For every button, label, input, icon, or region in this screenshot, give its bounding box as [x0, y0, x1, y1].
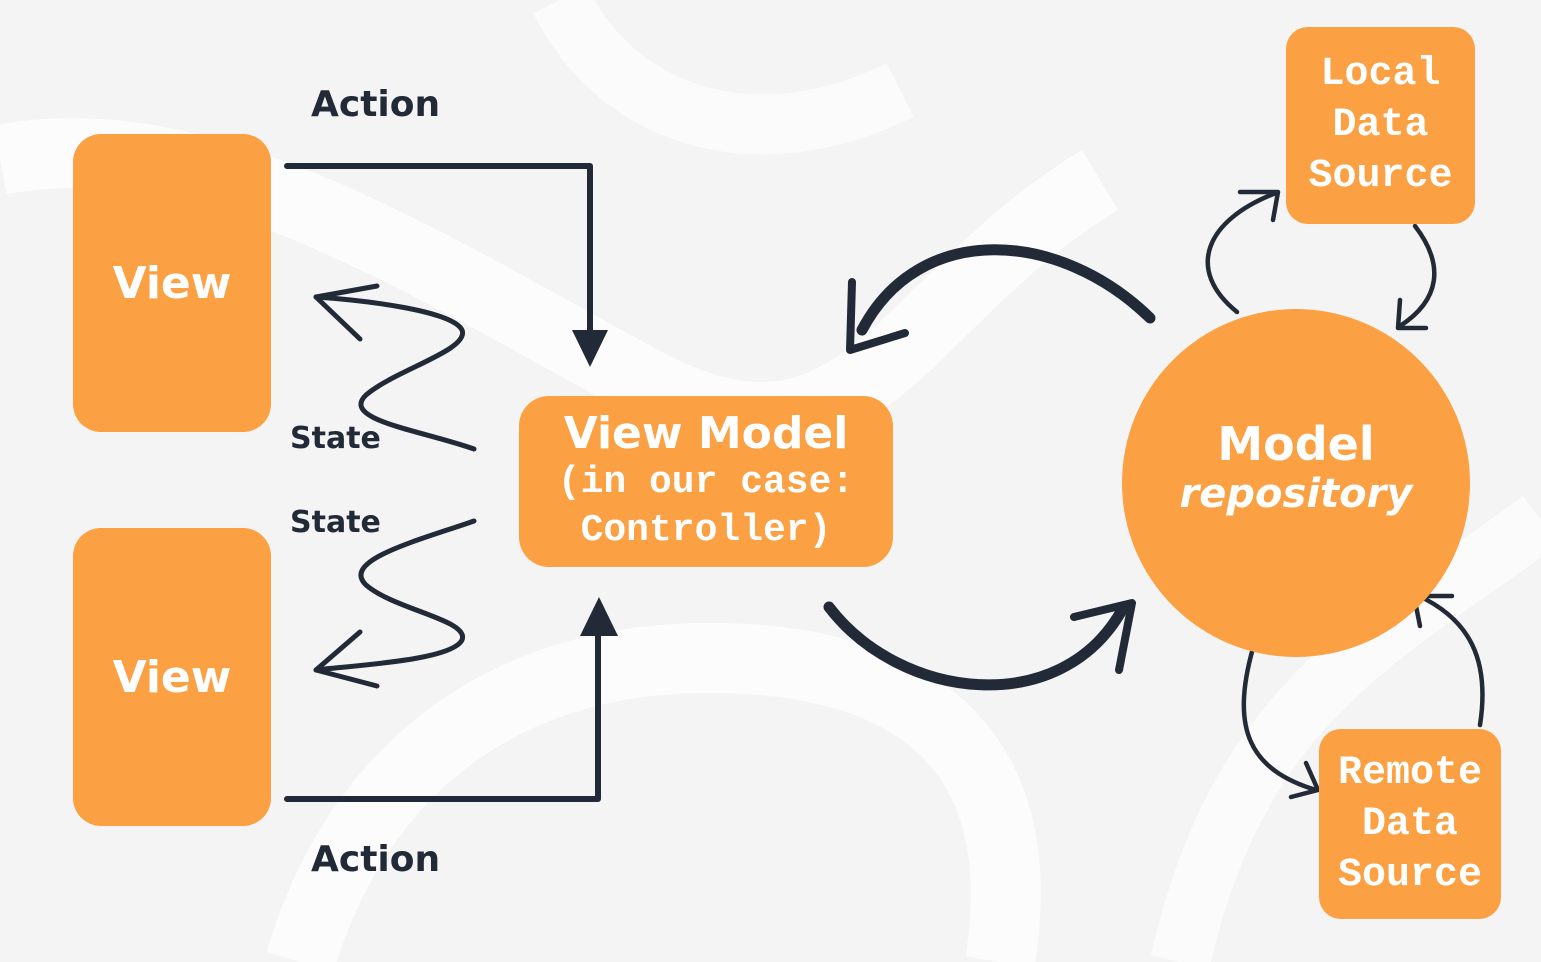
action-arrow-bottom: [284, 632, 601, 802]
state-arrow-bottom: [313, 518, 477, 673]
local-data-source-box: Local Data Source: [1286, 27, 1475, 224]
view-model-subtitle-line2: Controller): [580, 508, 832, 552]
state-arrow-top: [313, 294, 477, 452]
action-label-bottom: Action: [311, 839, 441, 880]
model-circle: Model repository: [1122, 309, 1470, 657]
model-title: Model: [1217, 417, 1375, 471]
model-to-remote-arrow: [1241, 645, 1319, 793]
viewmodel-to-model-arrowhead: [1070, 599, 1136, 674]
state-arrowhead-top: [313, 283, 380, 342]
state-arrowhead-bottom: [313, 629, 380, 689]
state-label-bottom: State: [290, 505, 381, 540]
view-label-top: View: [112, 257, 232, 309]
state-label-top: State: [290, 421, 381, 456]
remote-data-source-line2: Data: [1361, 801, 1458, 847]
model-subtitle: repository: [1179, 471, 1413, 517]
local-data-source-line2: Data: [1332, 103, 1429, 148]
local-data-source-line3: Source: [1308, 154, 1453, 199]
local-data-source-line1: Local: [1320, 52, 1441, 97]
model-to-local-arrow: [1205, 190, 1279, 315]
remote-data-source-line3: Source: [1337, 852, 1483, 898]
action-arrowhead-top: [572, 330, 608, 367]
model-to-local-arrowhead: [1237, 189, 1281, 223]
view-label-bottom: View: [112, 651, 232, 703]
action-arrowhead-bottom: [580, 597, 618, 636]
view-model-subtitle-line1: (in our case:: [557, 460, 855, 504]
viewmodel-to-model-arc: [823, 601, 1128, 691]
model-to-viewmodel-arrowhead: [846, 278, 909, 354]
action-arrow-top: [284, 163, 593, 338]
view-box-bottom: View: [73, 528, 271, 826]
model-to-viewmodel-arc: [856, 244, 1156, 336]
local-to-model-arrow: [1397, 223, 1437, 329]
view-box-top: View: [73, 134, 271, 432]
remote-data-source-box: Remote Data Source: [1319, 729, 1501, 919]
local-to-model-arrowhead: [1395, 297, 1429, 331]
remote-to-model-arrow: [1416, 593, 1485, 728]
remote-data-source-line1: Remote: [1337, 750, 1483, 796]
view-model-box: View Model (in our case: Controller): [519, 396, 893, 567]
view-model-title: View Model: [563, 407, 849, 459]
model-to-remote-arrowhead: [1288, 760, 1321, 800]
action-label-top: Action: [311, 84, 441, 125]
